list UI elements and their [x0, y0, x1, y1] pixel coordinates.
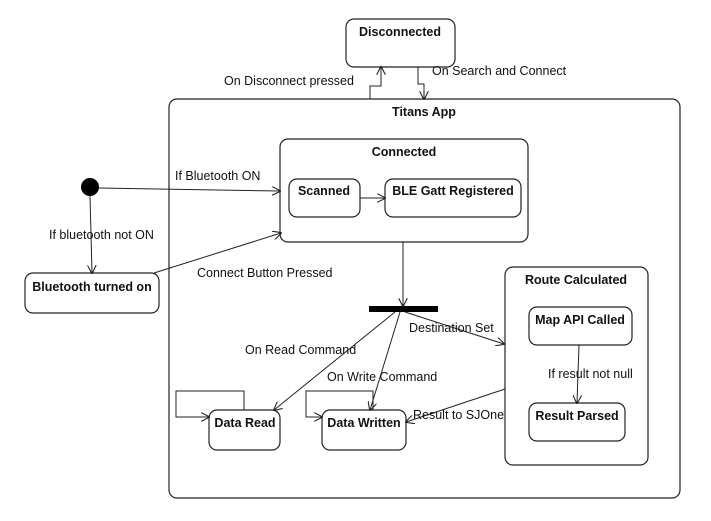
- state-route-calculated-label: Route Calculated: [525, 273, 627, 287]
- transition-on-read-command: [274, 311, 396, 410]
- self-loop-data-read: [175, 390, 245, 417]
- state-titans-app-label: Titans App: [392, 105, 456, 119]
- label-connect-button-pressed: Connect Button Pressed: [197, 266, 333, 280]
- state-map-api-called-label: Map API Called: [535, 313, 625, 327]
- state-data-written: Data Written: [321, 409, 407, 451]
- state-disconnected: Disconnected: [345, 18, 456, 68]
- label-if-bluetooth-on: If Bluetooth ON: [175, 169, 260, 183]
- label-on-search-and-connect: On Search and Connect: [432, 64, 567, 78]
- transition-on-disconnect-pressed: [369, 67, 381, 99]
- state-scanned: Scanned: [288, 178, 361, 218]
- state-data-read: Data Read: [208, 409, 281, 451]
- self-loop-data-written: [305, 390, 374, 417]
- state-result-parsed: Result Parsed: [528, 402, 626, 442]
- state-bluetooth-turned-on: Bluetooth turned on: [24, 272, 160, 314]
- label-on-write-command: On Write Command: [327, 370, 437, 384]
- label-on-disconnect-pressed: On Disconnect pressed: [224, 74, 354, 88]
- state-data-read-label: Data Read: [214, 416, 275, 430]
- state-ble-gatt-registered: BLE Gatt Registered: [384, 178, 522, 218]
- state-result-parsed-label: Result Parsed: [535, 409, 618, 423]
- state-ble-gatt-registered-label: BLE Gatt Registered: [392, 184, 514, 198]
- transition-on-write-command: [370, 311, 401, 410]
- state-scanned-label: Scanned: [298, 184, 350, 198]
- transition-if-bluetooth-on: [98, 188, 280, 191]
- transition-if-bluetooth-not-on: [90, 195, 92, 273]
- transition-result-to-sjone: [406, 388, 506, 422]
- state-data-written-label: Data Written: [327, 416, 400, 430]
- label-destination-set: Destination Set: [409, 321, 494, 335]
- label-on-read-command: On Read Command: [245, 343, 356, 357]
- transition-connect-button-pressed: [153, 233, 281, 274]
- state-bluetooth-turned-on-label: Bluetooth turned on: [32, 280, 151, 294]
- label-if-result-not-null: If result not null: [548, 367, 633, 381]
- state-disconnected-label: Disconnected: [359, 25, 441, 39]
- initial-state-node: [81, 178, 99, 196]
- label-result-to-sjone: Result to SJOne: [413, 408, 504, 422]
- state-map-api-called: Map API Called: [528, 306, 633, 346]
- label-if-bluetooth-not-on: If bluetooth not ON: [49, 228, 154, 242]
- transition-if-result-not-null: [577, 344, 579, 403]
- fork-bar: [369, 306, 438, 312]
- transition-on-search-and-connect: [417, 67, 424, 99]
- transition-destination-set: [404, 311, 504, 344]
- state-connected-label: Connected: [372, 145, 437, 159]
